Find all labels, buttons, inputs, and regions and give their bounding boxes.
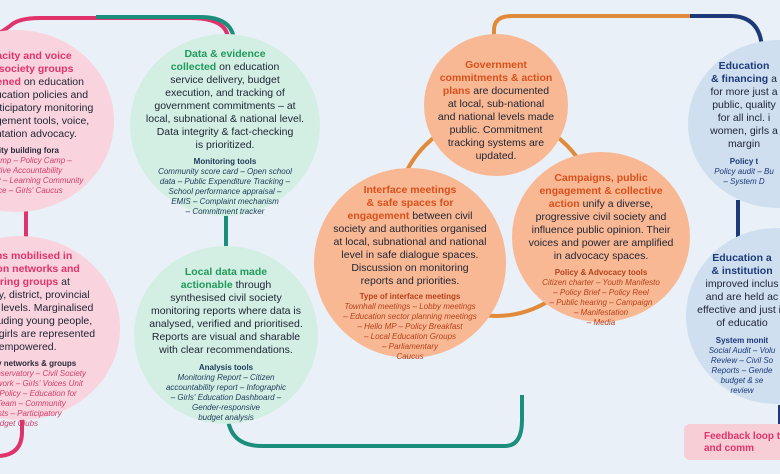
- blue-top-subhead: Policy t: [729, 157, 759, 166]
- feedback-loop-box: Feedback loop t and comm: [684, 424, 780, 460]
- blue-bottom-body: improved inclus and are held ac effectiv…: [697, 278, 780, 329]
- green-bottom-text: Local data made actionable through synth…: [134, 266, 318, 423]
- green-bottom-items: Monitoring Report – Citizen accountabili…: [165, 373, 287, 422]
- orange-top-description: Government commitments & action plans ar…: [428, 59, 564, 163]
- orange-left-text: Interface meetings & safe spaces for eng…: [318, 184, 502, 362]
- blue-bottom-highlight: Education a & institution: [711, 252, 773, 277]
- pink-bottom-highlight: ens mobilised in tion networks and torin…: [0, 250, 80, 288]
- green-top-body: on education service delivery, budget ex…: [145, 61, 305, 151]
- pink-top-items: Camp – Policy Camp – ective Accountabili…: [0, 156, 84, 195]
- orange-connector-top: [492, 14, 690, 40]
- blue-top-items: Policy audit – Bu – System D: [714, 167, 774, 186]
- pink-top-description: pacity and voice il society groups hened…: [0, 50, 110, 141]
- blue-top-text: Education & financing a for more just a …: [694, 60, 780, 187]
- blue-top-body: a for more just a public, quality for al…: [710, 73, 778, 150]
- orange-left-subhead: Type of interface meetings: [359, 292, 461, 301]
- pink-connector-bottom: [0, 410, 24, 458]
- pink-connector-top: [0, 16, 230, 41]
- orange-right-items: Citizen charter – Youth Manifesto – Poli…: [542, 278, 660, 327]
- orange-left-highlight: Interface meetings & safe spaces for eng…: [347, 184, 457, 222]
- green-top-subhead: Monitoring tools: [193, 157, 257, 166]
- pink-top-subhead: acity building fora: [0, 146, 59, 155]
- orange-circle-left: [314, 168, 506, 358]
- pink-bottom-subhead: ety networks & groups: [0, 359, 77, 368]
- blue-top-highlight: Education & financing: [711, 60, 770, 85]
- teal-connector-bottom: [226, 395, 524, 448]
- orange-right-highlight: Campaigns, public engagement & collectiv…: [539, 172, 663, 210]
- pink-bottom-items: Observatory – Civil Society etwork – Gir…: [0, 369, 87, 428]
- green-bottom-body: through synthesised civil society monito…: [149, 279, 303, 356]
- green-top-highlight: Data & evidence collected: [170, 48, 266, 73]
- orange-circle-right: [512, 152, 690, 322]
- blue-bottom-items: Social Audit – Volu Review – Civil So Re…: [708, 346, 776, 395]
- orange-right-description: Campaigns, public engagement & collectiv…: [514, 172, 688, 263]
- pink-bottom-body: at rity, district, provincial al levels.…: [0, 276, 96, 353]
- green-top-items: Community score card – Open school data …: [158, 167, 292, 216]
- blue-bottom-subhead: System monit: [715, 336, 769, 345]
- feedback-loop-label: Feedback loop t and comm: [704, 431, 780, 454]
- green-top-text: Data & evidence collected on education s…: [132, 48, 318, 217]
- orange-right-subhead: Policy & Advocacy tools: [554, 268, 648, 277]
- orange-circle-top: [424, 34, 568, 176]
- blue-bottom-text: Education a & institution improved inclu…: [690, 252, 780, 396]
- green-circle-bottom: [134, 246, 318, 424]
- orange-top-body: are documented at local, sub-national an…: [437, 85, 555, 162]
- green-bottom-description: Local data made actionable through synth…: [134, 266, 318, 357]
- pink-top-body: on education ducation policies and artic…: [0, 76, 94, 140]
- green-bottom-highlight: Local data made actionable: [180, 266, 268, 291]
- blue-bottom-description: Education a & institution improved inclu…: [690, 252, 780, 330]
- green-top-description: Data & evidence collected on education s…: [132, 48, 318, 152]
- pink-bottom-text: ens mobilised in tion networks and torin…: [0, 250, 114, 429]
- orange-left-body: between civil society and authorities or…: [333, 210, 487, 287]
- orange-top-highlight: Government commitments & action plans: [439, 59, 553, 97]
- pink-top-text: pacity and voice il society groups hened…: [0, 50, 110, 196]
- orange-top-text: Government commitments & action plans ar…: [428, 59, 564, 163]
- orange-left-items: Townhall meetings – Lobby meetings – Edu…: [343, 302, 477, 361]
- orange-left-description: Interface meetings & safe spaces for eng…: [318, 184, 502, 288]
- orange-right-text: Campaigns, public engagement & collectiv…: [514, 172, 688, 328]
- pink-bottom-description: ens mobilised in tion networks and torin…: [0, 250, 114, 354]
- pink-top-highlight: pacity and voice il society groups hened: [0, 50, 74, 88]
- orange-right-body: unify a diverse, progressive civil socie…: [528, 198, 674, 262]
- green-circle-top: [130, 34, 320, 216]
- green-bottom-subhead: Analysis tools: [198, 363, 254, 372]
- blue-top-description: Education & financing a for more just a …: [694, 60, 780, 151]
